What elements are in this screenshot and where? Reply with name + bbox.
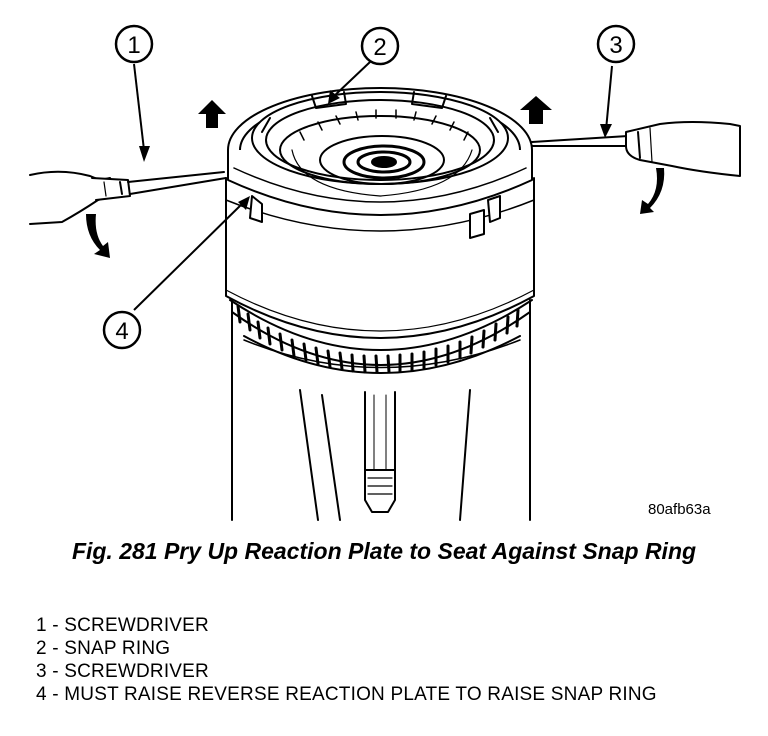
legend-list: 1 - SCREWDRIVER 2 - SNAP RING 3 - SCREWD…: [36, 614, 756, 706]
svg-text:2: 2: [373, 34, 386, 61]
inner-hub: [279, 109, 481, 197]
figure-caption: Fig. 281 Pry Up Reaction Plate to Seat A…: [71, 538, 697, 564]
gear-ring: [229, 299, 533, 374]
callout-2: 2: [360, 26, 400, 66]
callout-1: 1: [114, 24, 154, 64]
legend-item-1: 1 - SCREWDRIVER: [36, 615, 209, 636]
curved-arrow-right: [640, 168, 665, 214]
svg-text:4: 4: [115, 318, 128, 345]
callout-3: 3: [596, 24, 636, 64]
legend-item-4: 4 - MUST RAISE REVERSE REACTION PLATE TO…: [36, 684, 657, 705]
snap-ring: [251, 91, 509, 185]
legend-item-2: 2 - SNAP RING: [36, 638, 171, 659]
svg-text:1: 1: [127, 32, 140, 59]
leader-lines: [133, 61, 613, 311]
callout-4: 4: [102, 310, 142, 350]
left-hand-screwdriver: [29, 170, 227, 225]
up-arrow-right: [520, 96, 552, 124]
transmission-housing: [231, 299, 531, 521]
up-arrow-left: [198, 100, 226, 128]
output-shaft: [364, 391, 396, 513]
right-hand-screwdriver: [531, 121, 741, 177]
svg-text:3: 3: [609, 32, 622, 59]
curved-arrow-left: [86, 214, 110, 258]
technical-illustration: 1 2 3 4: [29, 24, 741, 521]
legend-item-3: 3 - SCREWDRIVER: [36, 661, 209, 682]
lift-arrows: [86, 96, 665, 258]
figure-code: 80afb63a: [648, 501, 711, 518]
